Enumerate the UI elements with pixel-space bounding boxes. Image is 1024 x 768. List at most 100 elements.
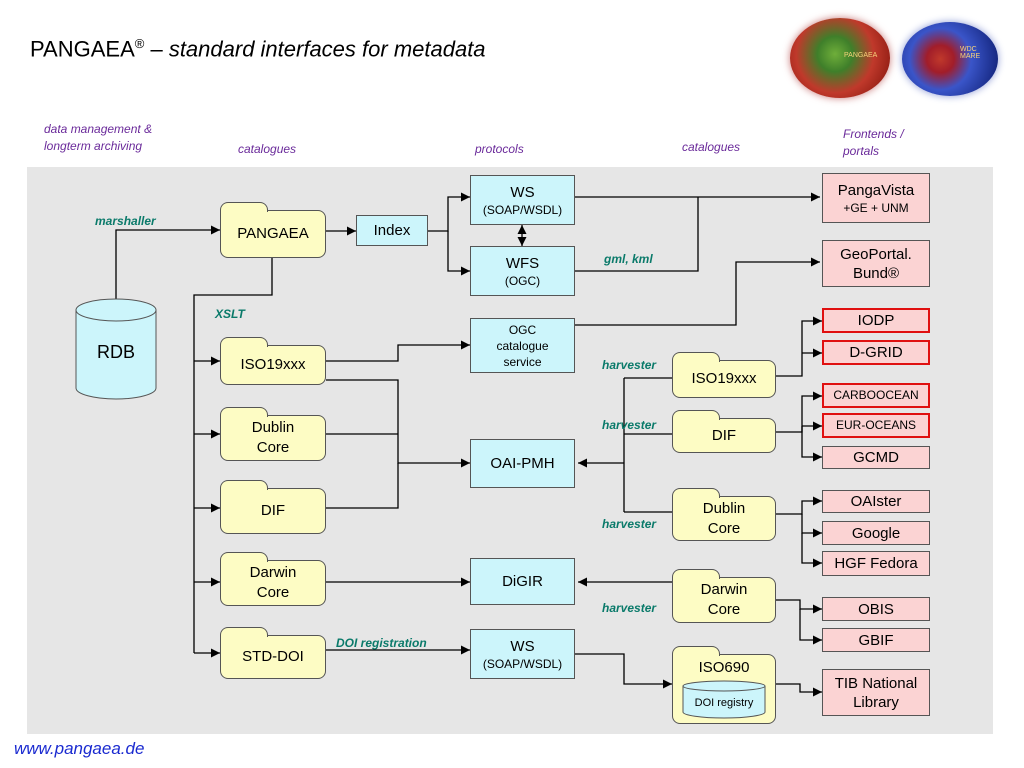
- hgf-fedora-label: HGF Fedora: [834, 555, 918, 572]
- header-frontends-portals: Frontends / portals: [843, 127, 904, 158]
- title-subtitle: standard interfaces for metadata: [168, 36, 486, 62]
- darwin-core-right-catalogue: Darwin Core: [672, 569, 776, 623]
- header-data-management: data management & longterm archiving: [44, 122, 153, 153]
- std-doi-label: STD-DOI: [242, 648, 304, 665]
- header-protocols: protocols: [475, 142, 524, 156]
- ogc-line2: catalogue: [496, 338, 549, 353]
- dublin-left-line2: Core: [256, 439, 290, 456]
- harvester-label-4: harvester: [602, 601, 657, 615]
- eur-oceans-label: EUR-OCEANS: [835, 418, 916, 432]
- obis-label: OBIS: [858, 600, 894, 618]
- tib-box: TIB National Library: [822, 669, 930, 716]
- footer-url-link[interactable]: www.pangaea.de: [14, 739, 145, 758]
- gbif-box: GBIF: [822, 628, 930, 652]
- tib-line2: Library: [853, 693, 899, 711]
- d-grid-label: D-GRID: [849, 344, 903, 361]
- iso19xxx-right-label: ISO19xxx: [691, 370, 757, 387]
- pangaea-logo-text: PANGAEA: [844, 52, 878, 59]
- ogc-line1: OGC: [508, 322, 537, 337]
- header-catalogues-left: catalogues: [238, 142, 297, 156]
- darwin-right-line1: Darwin: [700, 581, 748, 598]
- oaister-label: OAIster: [850, 493, 902, 510]
- pangaea-globe-logo: PANGAEA: [790, 18, 890, 98]
- eur-oceans-box: EUR-OCEANS: [822, 413, 930, 438]
- dif-left-label: DIF: [260, 502, 286, 519]
- oai-pmh-label: OAI-PMH: [490, 455, 555, 472]
- wdc-mare-globe-logo: WDC MARE: [902, 22, 998, 96]
- pangaea-catalogue: PANGAEA: [220, 202, 326, 258]
- wfs-line2: (OGC): [504, 273, 541, 288]
- ws-bottom-line1: WS: [510, 637, 535, 655]
- harvester-label-2: harvester: [602, 418, 657, 432]
- gbif-label: GBIF: [858, 631, 894, 649]
- darwin-right-line2: Core: [707, 601, 741, 618]
- wdc-logo-text: WDC MARE: [960, 46, 981, 60]
- dublin-right-line2: Core: [707, 519, 741, 537]
- dublin-core-right-catalogue: Dublin Core: [672, 488, 776, 541]
- geoportal-box: GeoPortal. Bund®: [822, 240, 930, 287]
- carboocean-label: CARBOOCEAN: [833, 388, 919, 402]
- dublin-core-left-catalogue: Dublin Core: [220, 407, 326, 461]
- xslt-label: XSLT: [215, 307, 245, 321]
- pangaea-label: PANGAEA: [237, 225, 309, 242]
- index-label: Index: [373, 222, 411, 239]
- gml-kml-label: gml, kml: [604, 252, 653, 266]
- iodp-box: IODP: [822, 308, 930, 333]
- dif-left-catalogue: DIF: [220, 480, 326, 534]
- digir-box: DiGIR: [470, 558, 575, 605]
- pangavista-line1: PangaVista: [837, 181, 915, 199]
- google-label: Google: [851, 524, 901, 542]
- harvester-label-1: harvester: [602, 358, 657, 372]
- google-box: Google: [822, 521, 930, 545]
- geoportal-line2: Bund®: [852, 264, 900, 282]
- digir-label: DiGIR: [502, 573, 543, 590]
- iso19xxx-left-label: ISO19xxx: [240, 356, 306, 373]
- gcmd-label: GCMD: [853, 449, 899, 466]
- darwin-left-line2: Core: [256, 584, 290, 601]
- dif-right-catalogue: DIF: [672, 410, 776, 453]
- ws-bottom-line2: (SOAP/WSDL): [482, 656, 563, 671]
- harvester-label-3: harvester: [602, 517, 657, 531]
- doi-registration-label: DOI registration: [336, 636, 427, 650]
- ogc-catalogue-service-box: OGC catalogue service: [470, 318, 575, 373]
- iso19xxx-left-catalogue: ISO19xxx: [220, 337, 326, 385]
- marshaller-label: marshaller: [95, 214, 156, 228]
- wfs-box: WFS (OGC): [470, 246, 575, 296]
- rdb-database: [75, 298, 157, 400]
- iodp-label: IODP: [857, 312, 895, 329]
- iso690-label: ISO690: [698, 659, 750, 676]
- panel-cutout: [993, 663, 1024, 734]
- rdb-label: RDB: [96, 341, 135, 362]
- pangavista-line2: +GE + UNM: [843, 200, 909, 215]
- hgf-fedora-box: HGF Fedora: [822, 551, 930, 576]
- darwin-left-line1: Darwin: [249, 564, 297, 581]
- darwin-core-left-catalogue: Darwin Core: [220, 552, 326, 606]
- carboocean-box: CARBOOCEAN: [822, 383, 930, 408]
- oaister-box: OAIster: [822, 490, 930, 513]
- index-box: Index: [356, 215, 428, 246]
- gcmd-box: GCMD: [822, 446, 930, 469]
- iso19xxx-right-catalogue: ISO19xxx: [672, 352, 776, 398]
- geoportal-line1: GeoPortal.: [840, 245, 912, 263]
- wfs-line1: WFS: [505, 254, 540, 272]
- d-grid-box: D-GRID: [822, 340, 930, 365]
- ogc-line3: service: [503, 354, 542, 369]
- title-dash: –: [144, 36, 169, 62]
- dublin-right-line1: Dublin: [702, 499, 746, 517]
- dublin-left-line1: Dublin: [251, 419, 295, 436]
- page-title: PANGAEA® – standard interfaces for metad…: [30, 36, 486, 62]
- ws-bottom-box: WS (SOAP/WSDL): [470, 629, 575, 679]
- dif-right-label: DIF: [711, 426, 737, 444]
- ws-top-line2: (SOAP/WSDL): [482, 202, 563, 217]
- ws-top-box: WS (SOAP/WSDL): [470, 175, 575, 225]
- ws-top-line1: WS: [510, 183, 535, 201]
- doi-registry-label: DOI registry: [694, 696, 754, 709]
- header-catalogues-right: catalogues: [682, 140, 741, 154]
- pangavista-box: PangaVista +GE + UNM: [822, 173, 930, 223]
- doi-registry-database: [682, 680, 766, 719]
- title-registered-mark: ®: [134, 36, 145, 51]
- std-doi-catalogue: STD-DOI: [220, 627, 326, 679]
- title-main: PANGAEA: [30, 36, 135, 62]
- tib-line1: TIB National: [834, 674, 918, 692]
